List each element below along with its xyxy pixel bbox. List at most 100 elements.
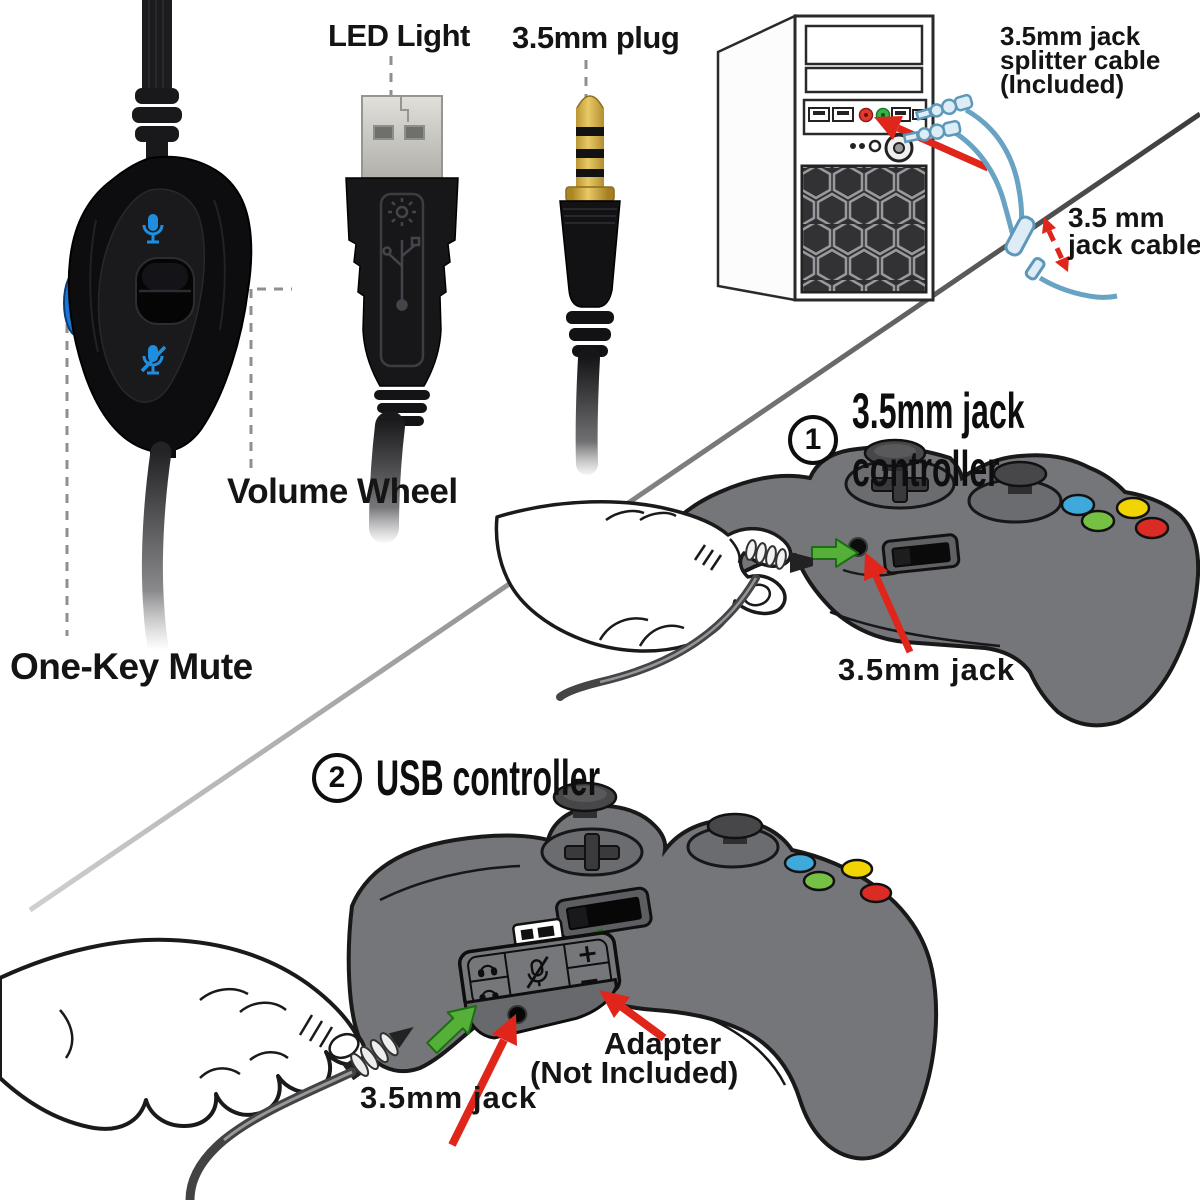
cable-ridges (148, 0, 164, 88)
splitter-plug-1 (914, 93, 974, 121)
button-green-2[interactable] (802, 870, 836, 892)
section1-number-badge: 1 (788, 415, 838, 465)
right-thumbstick-1[interactable] (992, 460, 1048, 488)
volume-up-button[interactable] (579, 945, 597, 963)
usb-shell-seam (400, 96, 409, 122)
volume-down-button[interactable] (581, 978, 598, 984)
jack-cable-connector (1024, 256, 1046, 281)
red-arrow-adapter (599, 990, 667, 1042)
usb-contact-hole-right (404, 125, 425, 140)
rocker-switch[interactable] (135, 257, 195, 325)
front-usb-ports[interactable] (808, 107, 854, 122)
drive-bay-2 (804, 66, 924, 94)
plug2-cable-highlight (223, 1070, 353, 1142)
insert-motion-marks-2 (298, 1014, 334, 1048)
expansion-port-1 (881, 533, 961, 575)
plug1-ribs (745, 539, 787, 570)
button-green-1[interactable] (1080, 509, 1116, 533)
splitter-cable (902, 93, 1118, 300)
splitter-label-line3: (Included) (1000, 69, 1125, 99)
usb-connector (345, 95, 459, 543)
plug1-cable-highlight (599, 577, 758, 684)
headset-adapter (457, 917, 622, 1040)
mic-mute-icon (140, 345, 167, 375)
splitter-label-line2: splitter cable (1000, 45, 1161, 75)
face-buttons-1[interactable] (1060, 493, 1170, 540)
red-arrow-jack-2 (448, 1014, 517, 1147)
plug-cable (575, 347, 600, 475)
section1-heading: 1 3.5mm jack controller (788, 382, 1200, 498)
led-dot-2 (859, 143, 865, 149)
button-red-1[interactable] (1134, 516, 1170, 540)
plug-in-hand-1 (745, 539, 813, 573)
plug-in-hand-2 (343, 1026, 414, 1081)
adapter-label-line2: (Not Included) (530, 1055, 739, 1090)
mic-jack-hole (864, 113, 868, 117)
splitter-label-line1: 3.5mm jack (1000, 21, 1141, 51)
plug-body-ridges (563, 208, 617, 224)
hand1-creases (598, 509, 741, 647)
led-sun-icon (388, 198, 416, 226)
mic-on-icon (142, 214, 164, 244)
one-key-mute-label: One-Key Mute (10, 646, 253, 687)
button-blue-1[interactable] (1060, 493, 1096, 517)
reset-button[interactable] (868, 139, 882, 153)
section2-number-badge: 2 (312, 753, 362, 803)
hand-2 (0, 937, 367, 1131)
insert-motion-marks-1 (693, 544, 723, 571)
splitter-plug-2 (902, 119, 962, 144)
right-thumbstick-2[interactable] (706, 812, 764, 840)
remote-edge-ridge-left (89, 219, 99, 353)
volume-wheel-label: Volume Wheel (227, 472, 458, 511)
green-arrow-jack-2 (426, 1005, 477, 1054)
dpad-2[interactable] (564, 833, 620, 871)
left-stick-top-2 (563, 786, 607, 802)
controller2-grip-crease (699, 1013, 787, 1086)
headset-cable-bottom (141, 441, 172, 659)
usb-cable (369, 411, 405, 543)
jack-cable-label-line2: jack cable (1068, 229, 1200, 260)
plug2-tip (388, 1026, 414, 1049)
game-audio-icon[interactable] (477, 964, 498, 978)
adapter-button-dividers (470, 944, 610, 1001)
tower-side-panel (716, 14, 797, 302)
red-arrow-jack-1 (864, 552, 914, 654)
adapter-mic-mute-button[interactable] (524, 956, 552, 989)
headphone-jack-hole (881, 113, 885, 117)
controller-2 (0, 781, 939, 1200)
adapter-front-face (463, 977, 618, 1040)
jack-label-controller2: 3.5mm jack (360, 1080, 538, 1115)
thumbnail-2 (328, 1032, 360, 1060)
jack-label-controller1: 3.5mm jack (838, 652, 1016, 687)
splitter-wire-2 (952, 129, 1017, 241)
plug-35mm-label: 3.5mm plug (512, 20, 680, 55)
expansion-port-2[interactable] (555, 886, 653, 940)
controller2-top-crease (379, 864, 521, 902)
power-button-center (893, 142, 905, 154)
usb-trident-icon (382, 236, 421, 311)
led-dot-1 (850, 143, 856, 149)
face-buttons-2[interactable] (783, 852, 893, 904)
left-stick-top-1 (874, 444, 916, 458)
headset-cable-top (142, 0, 172, 90)
plug-insulator-bands (576, 127, 604, 177)
splitter-wire-1 (964, 107, 1025, 229)
usb-contact-hole-left (373, 125, 394, 140)
audio-plug-35mm (559, 95, 621, 475)
section2-title: USB controller (376, 750, 601, 806)
strain-relief-ribs (132, 88, 182, 160)
plug1-tip (790, 552, 813, 573)
plug-body (559, 200, 621, 308)
splitter-junction (1004, 215, 1036, 257)
button-yellow-1[interactable] (1115, 496, 1151, 520)
button-blue-2[interactable] (783, 852, 817, 874)
button-red-2[interactable] (859, 882, 893, 904)
inline-remote-control (63, 0, 253, 659)
hand1-outline (494, 499, 793, 653)
hand2-creases (59, 987, 289, 1079)
remote-edge-ridge-right (213, 199, 226, 331)
honeycomb-pattern (803, 167, 925, 291)
button-yellow-2[interactable] (840, 858, 874, 880)
usb-emboss-panel (379, 192, 425, 368)
